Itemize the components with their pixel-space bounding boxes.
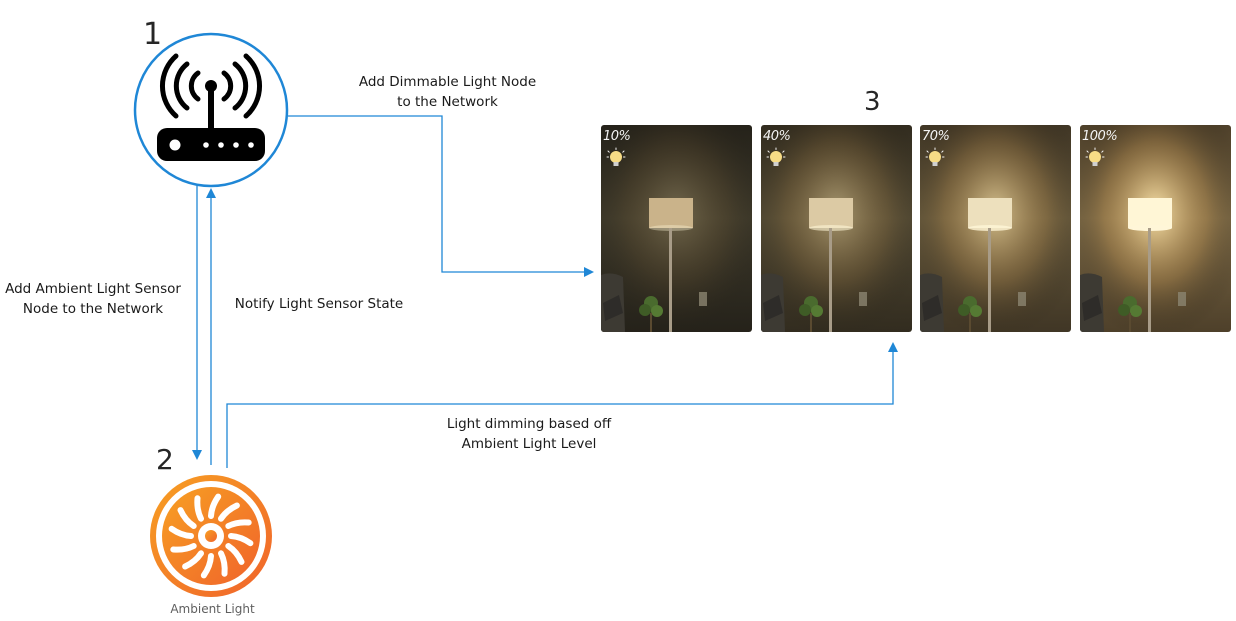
sun-ray: [177, 507, 197, 529]
label-add-dimmable: Add Dimmable Light Node to the Network: [358, 74, 537, 110]
lamp-shade: [968, 198, 1012, 228]
sun-ray: [218, 502, 240, 522]
plant: [799, 304, 811, 316]
wall-outlet: [1178, 292, 1186, 306]
cushion: [603, 295, 623, 321]
plant: [1118, 304, 1130, 316]
lamp-pole: [829, 228, 832, 332]
step-number-lamp: 3: [864, 87, 881, 117]
plant: [1130, 305, 1142, 317]
sun-ray: [228, 533, 254, 547]
plant-stem: [969, 313, 971, 332]
sun-ray: [194, 495, 204, 522]
brightness-photo: 70%: [920, 125, 1071, 332]
brightness-label: 40%: [763, 129, 791, 144]
lamp-glow: [601, 125, 752, 332]
sun-ray: [218, 550, 228, 577]
step-number-router: 1: [143, 17, 163, 52]
lamp-shade: [809, 198, 853, 228]
label-add-sensor: Add Ambient Light Sensor Node to the Net…: [5, 281, 181, 317]
plant-stem: [810, 313, 812, 332]
sun-ray: [225, 519, 252, 529]
sun-ray: [170, 543, 197, 553]
connector-router-to-lamp: [288, 115, 594, 277]
plant: [651, 305, 663, 317]
sun-ray: [208, 493, 222, 519]
wall-outlet: [1018, 292, 1026, 306]
bulb-icon: [1085, 147, 1105, 166]
brightness-label: 100%: [1082, 129, 1118, 144]
sun-ray: [225, 543, 245, 565]
lamp-shade: [1128, 198, 1172, 228]
lamp-pole: [1148, 228, 1151, 332]
bulb-icon: [766, 147, 786, 166]
plant: [811, 305, 823, 317]
brightness-label: 10%: [603, 129, 631, 144]
sun-sensor-icon: [150, 475, 272, 597]
plant-stem: [650, 313, 652, 332]
label-light-dimming: Light dimming based off Ambient Light Le…: [446, 416, 612, 452]
sun-ray: [168, 525, 194, 539]
label-notify-sensor-state: Notify Light Sensor State: [234, 296, 404, 312]
cushion: [763, 295, 783, 321]
wall-outlet: [699, 292, 707, 306]
brightness-photo: 40%: [761, 125, 912, 332]
connector-sensor-to-lamp: [226, 342, 898, 468]
plant: [958, 304, 970, 316]
bulb-icon: [925, 147, 945, 166]
plant: [970, 305, 982, 317]
plant-stem: [1129, 313, 1131, 332]
wall-outlet: [859, 292, 867, 306]
sun-ray: [182, 550, 204, 570]
cushion: [1082, 295, 1102, 321]
step-number-sensor: 2: [156, 443, 174, 476]
plant: [639, 304, 651, 316]
brightness-photo: 10%: [601, 125, 752, 332]
sun-ray: [200, 553, 214, 579]
bulb-icon: [606, 147, 626, 166]
lamp-shade: [649, 198, 693, 228]
lamp-pole: [669, 228, 672, 332]
wifi-router-icon: [133, 32, 289, 188]
brightness-label: 70%: [922, 129, 950, 144]
lamp-pole: [988, 228, 991, 332]
sensor-caption: Ambient Light: [170, 602, 255, 616]
brightness-photo: 100%: [1080, 125, 1231, 332]
cushion: [922, 295, 942, 321]
